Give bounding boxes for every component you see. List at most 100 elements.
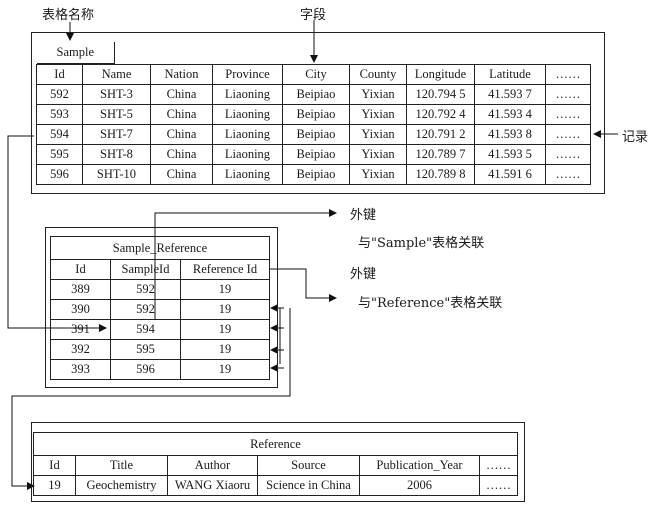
reference-table-title: Reference [33,432,518,456]
table-header-row: Id SampleId Reference Id [50,259,271,280]
column-header: Longitude [406,64,475,85]
table-row: 596 SHT-10 China Liaoning Beipiao Yixian… [36,164,592,185]
table-cell: 596 [110,359,181,380]
table-cell: Liaoning [212,144,283,165]
table-cell: Science in China [257,475,360,496]
table-cell: Liaoning [212,124,283,145]
table-cell: Beipiao [282,144,350,165]
table-cell: …… [544,84,592,105]
column-header: …… [544,64,592,85]
record-label: 记录 [622,130,649,145]
table-cell: 19 [33,475,76,496]
table-row: 389 592 19 [50,279,271,300]
table-cell: 41.593 5 [474,144,546,165]
column-header: Nation [150,64,213,85]
table-row: 19 Geochemistry WANG Xiaoru Science in C… [33,475,518,496]
table-row: 393 596 19 [50,359,271,380]
table-cell: Beipiao [282,164,350,185]
column-header: Source [257,455,360,476]
table-cell: Beipiao [282,104,350,125]
table-cell: China [150,104,213,125]
table-header-row: Id Title Author Source Publication_Year … [33,455,518,476]
column-header: Reference Id [179,259,271,280]
sample-table: Sample Id Name Nation Province City Coun… [36,42,592,185]
table-cell: Beipiao [282,84,350,105]
table-cell: …… [544,124,592,145]
table-cell: 390 [50,299,111,320]
table-cell: 19 [179,339,271,360]
fk-sample-label: 外键 [350,208,377,223]
sample-reference-table-title: Sample_Reference [49,236,271,260]
reference-table: Reference Id Title Author Source Publica… [33,432,518,496]
table-cell: 595 [36,144,83,165]
sample-reference-table: Sample_Reference Id SampleId Reference I… [49,236,271,380]
table-cell: SHT-8 [82,144,151,165]
column-header: Id [50,259,111,280]
table-name-label: 表格名称 [42,8,95,23]
table-cell: …… [544,164,592,185]
table-cell: Liaoning [212,164,283,185]
table-cell: 595 [110,339,181,360]
table-row: 392 595 19 [50,339,271,360]
table-cell: Yixian [349,164,407,185]
table-cell: 2006 [359,475,480,496]
table-cell: China [150,144,213,165]
column-header: SampleId [110,259,181,280]
table-cell: 41.593 7 [474,84,546,105]
table-row: 391 594 19 [50,319,271,340]
table-cell: 594 [36,124,83,145]
table-cell: 120.789 7 [406,144,475,165]
table-header-row: Id Name Nation Province City County Long… [36,64,592,85]
sample-table-frame [31,32,605,194]
table-cell: 393 [50,359,111,380]
column-header: City [282,64,350,85]
column-header: Publication_Year [359,455,480,476]
table-cell: 389 [50,279,111,300]
table-cell: …… [479,475,518,496]
column-header: Title [75,455,168,476]
table-cell: 594 [110,319,181,340]
fk-reference-desc: 与"Reference"表格关联 [358,296,503,311]
column-header: Province [212,64,283,85]
table-cell: SHT-10 [82,164,151,185]
column-header: Latitude [474,64,546,85]
table-cell: Yixian [349,124,407,145]
table-cell: China [150,84,213,105]
table-cell: 41.593 4 [474,104,546,125]
sample-reference-table-frame [45,227,278,388]
table-cell: 19 [179,299,271,320]
table-cell: Yixian [349,104,407,125]
table-cell: SHT-3 [82,84,151,105]
table-cell: 592 [110,299,181,320]
table-cell: China [150,164,213,185]
table-cell: 592 [110,279,181,300]
table-cell: SHT-7 [82,124,151,145]
table-cell: …… [544,104,592,125]
table-row: 592 SHT-3 China Liaoning Beipiao Yixian … [36,84,592,105]
field-label: 字段 [300,8,327,23]
column-header: Id [33,455,76,476]
table-cell: 120.794 5 [406,84,475,105]
table-cell: 120.792 4 [406,104,475,125]
table-cell: 41.591 6 [474,164,546,185]
table-cell: Liaoning [212,84,283,105]
reference-id-link [11,308,291,490]
table-cell: 120.791 2 [406,124,475,145]
sample-table-title: Sample [36,42,115,64]
table-cell: 19 [179,279,271,300]
table-cell: Geochemistry [75,475,168,496]
table-row: 595 SHT-8 China Liaoning Beipiao Yixian … [36,144,592,165]
column-header: County [349,64,407,85]
table-cell: WANG Xiaoru [167,475,258,496]
table-cell: 19 [179,319,271,340]
table-cell: …… [544,144,592,165]
column-header: Name [82,64,151,85]
column-header: …… [479,455,518,476]
table-cell: 391 [50,319,111,340]
table-cell: Beipiao [282,124,350,145]
table-row: 390 592 19 [50,299,271,320]
table-cell: 19 [179,359,271,380]
fk-reference-arrow [270,268,337,302]
table-cell: Liaoning [212,104,283,125]
table-row: 594 SHT-7 China Liaoning Beipiao Yixian … [36,124,592,145]
